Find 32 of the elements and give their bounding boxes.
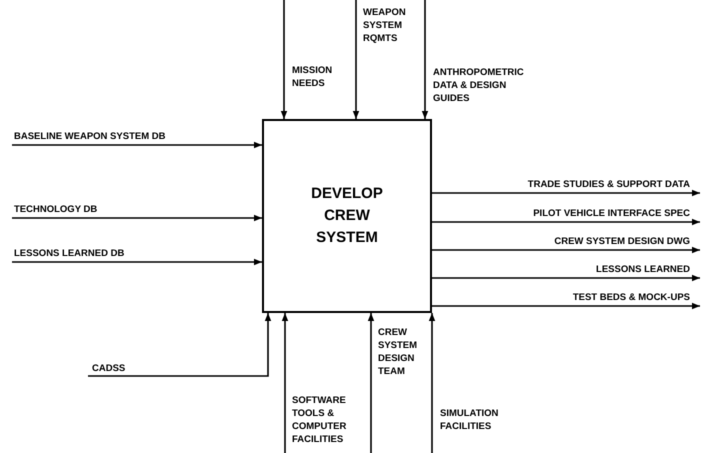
arrow (280, 0, 288, 119)
arrow (428, 313, 436, 453)
arrow-label: ANTHROPOMETRIC DATA & DESIGN GUIDES (433, 66, 543, 105)
arrow (352, 0, 360, 119)
arrow-label: SOFTWARE TOOLS & COMPUTER FACILITIES (292, 394, 368, 446)
arrow (432, 190, 700, 196)
arrow (368, 313, 374, 453)
arrow (432, 218, 700, 226)
process-title: DEVELOP CREW SYSTEM (310, 184, 384, 248)
arrow (432, 246, 700, 254)
arrow (432, 302, 700, 310)
arrow-label: CREW SYSTEM DESIGN TEAM (378, 326, 432, 378)
arrow (12, 214, 262, 222)
arrow-label: LESSONS LEARNED (596, 263, 690, 276)
arrow-label: CREW SYSTEM DESIGN DWG (554, 235, 690, 248)
arrow (12, 142, 262, 148)
arrow-label: BASELINE WEAPON SYSTEM DB (14, 130, 166, 143)
arrow-label: MISSION NEEDS (292, 64, 352, 90)
arrow-label: TRADE STUDIES & SUPPORT DATA (528, 178, 690, 191)
arrow-label: CADSS (92, 362, 126, 375)
process-box (262, 119, 432, 313)
arrow (88, 313, 272, 377)
arrow (432, 274, 700, 282)
arrow (12, 258, 262, 266)
arrow-label: WEAPON SYSTEM RQMTS (363, 6, 421, 45)
arrow-label: SIMULATION FACILITIES (440, 407, 520, 433)
arrow-label: TECHNOLOGY DB (14, 203, 98, 216)
arrow-label: TEST BEDS & MOCK-UPS (572, 291, 690, 304)
arrow-label: LESSONS LEARNED DB (14, 247, 124, 260)
arrow-label: PILOT VEHICLE INTERFACE SPEC (533, 207, 690, 220)
arrow (422, 0, 428, 119)
arrow (282, 313, 288, 453)
